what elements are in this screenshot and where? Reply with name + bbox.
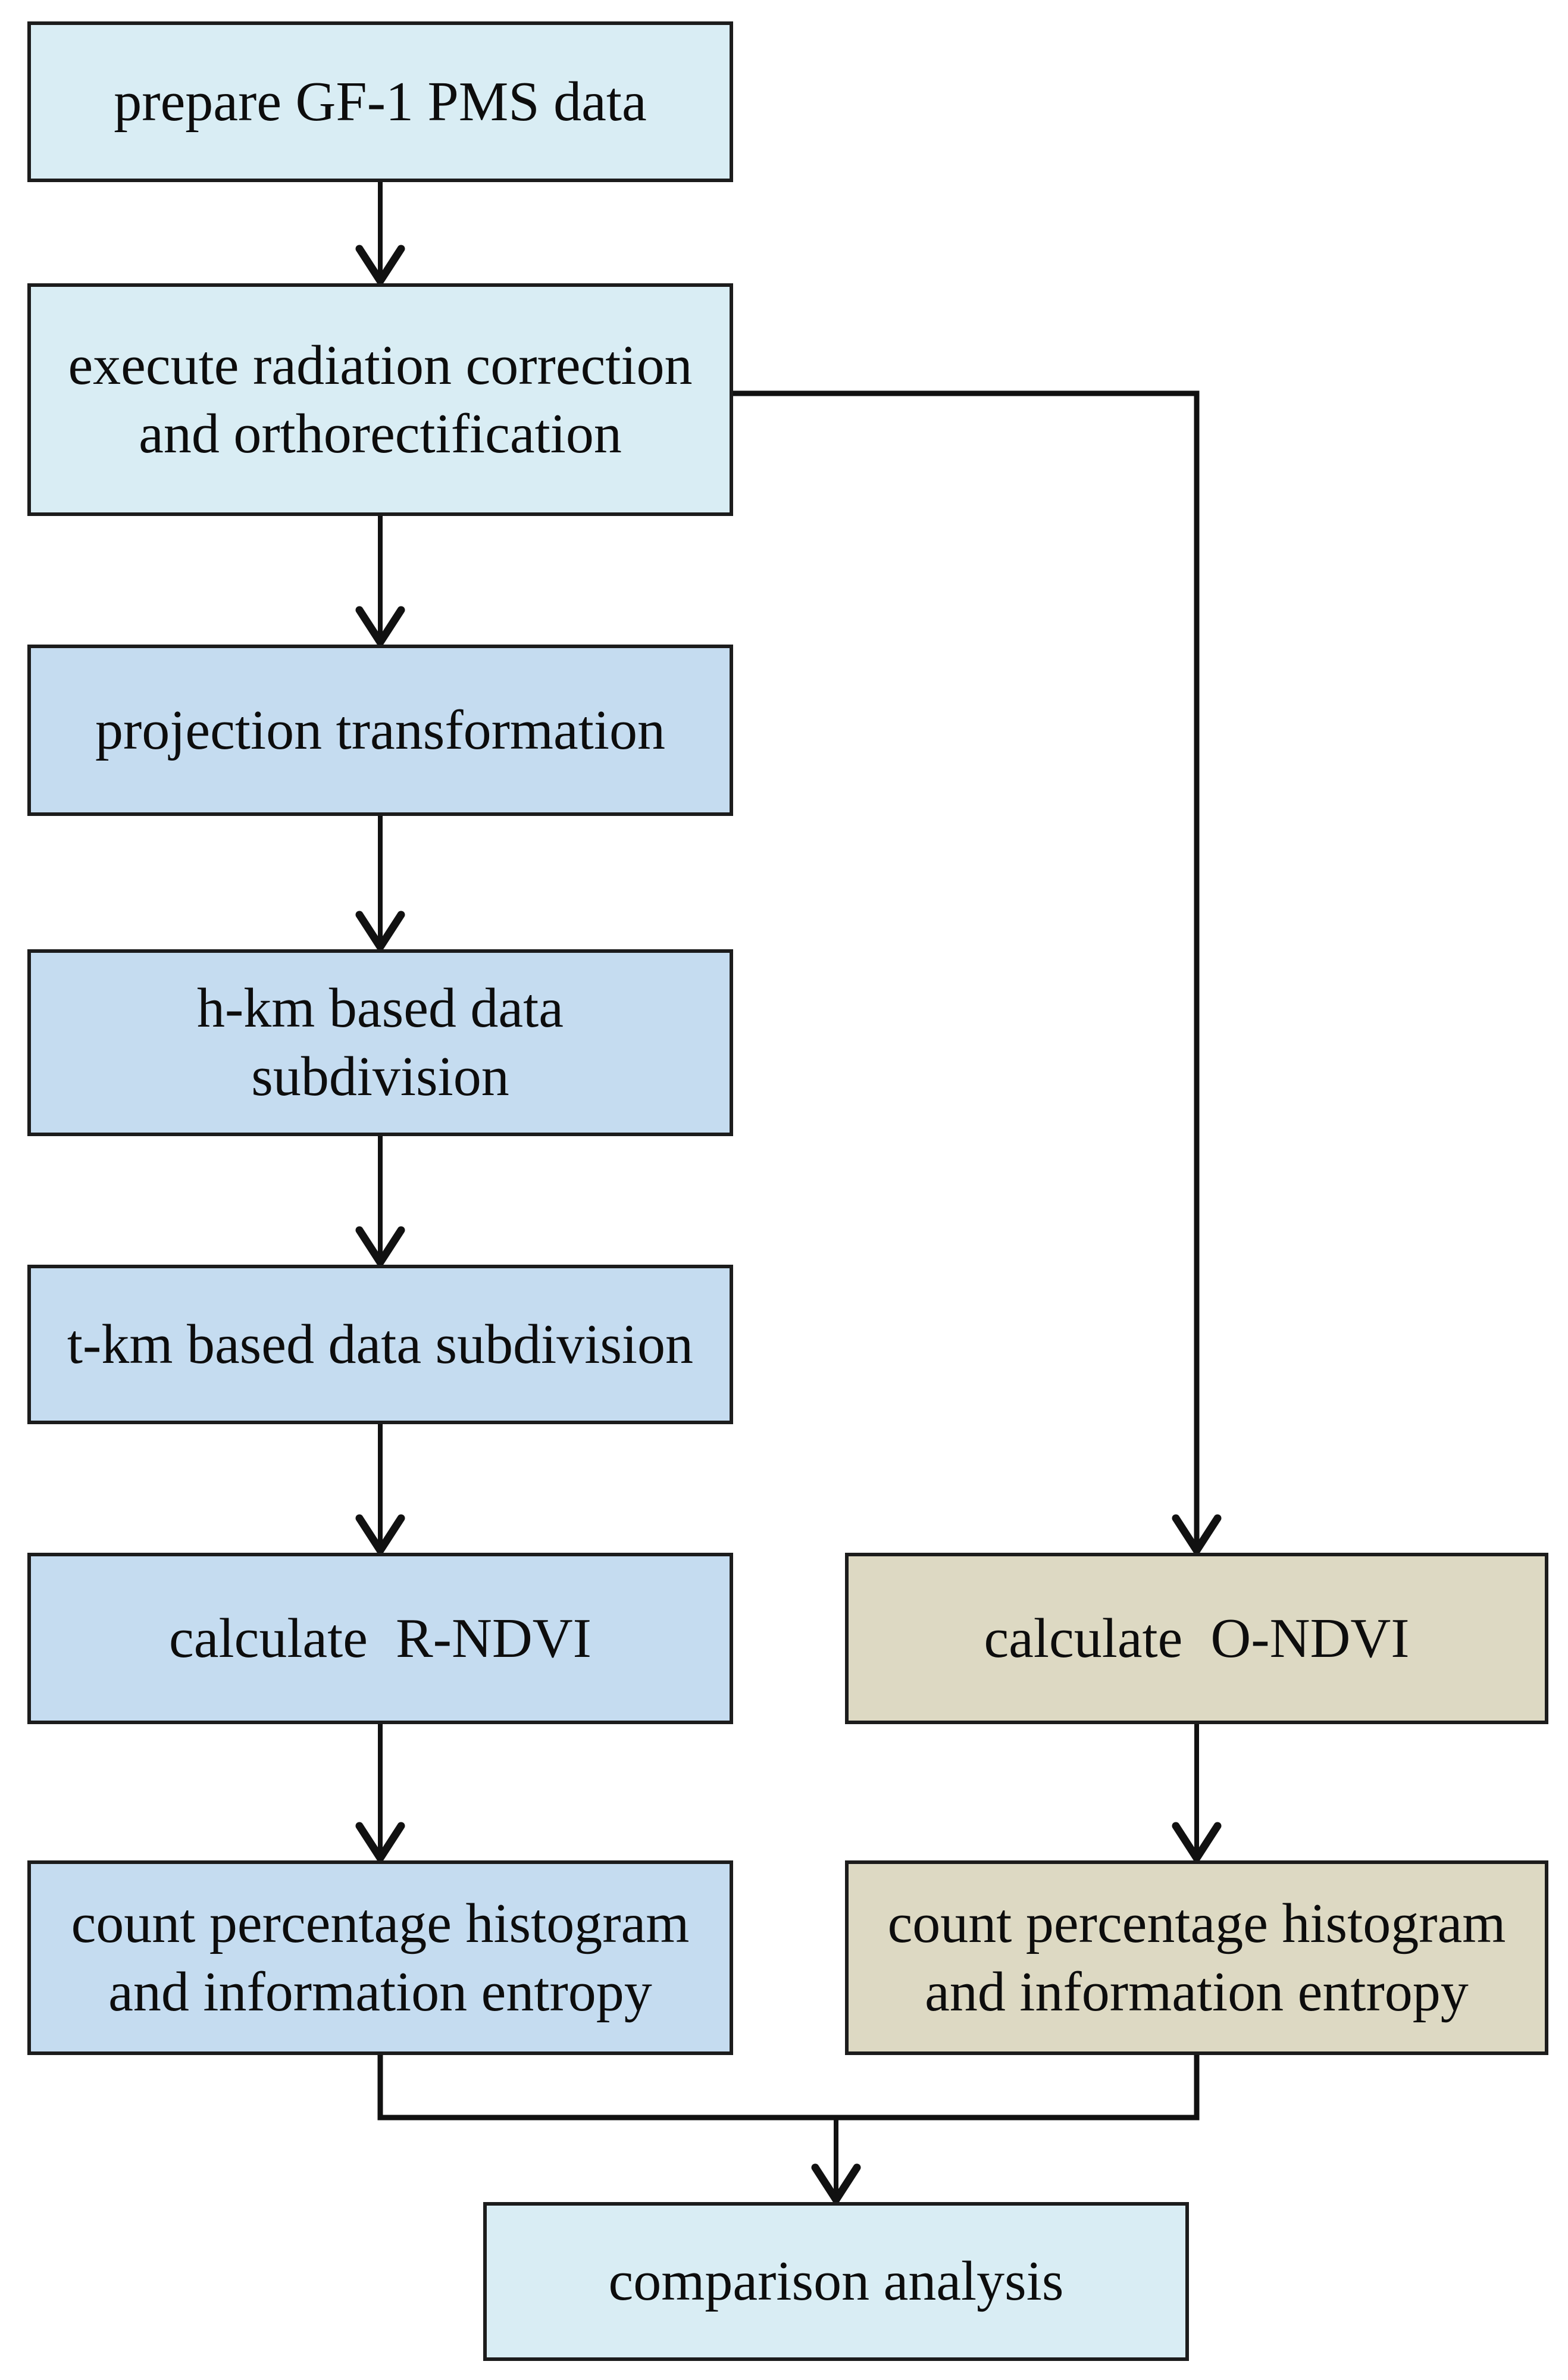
node-h-km-subdivision-label: h-km based data subdivision (196, 977, 564, 1108)
node-count-histogram-right-label: count percentage histogram and informati… (887, 1892, 1506, 2023)
node-count-histogram-left: count percentage histogram and informati… (27, 1860, 733, 2055)
node-calculate-o-ndvi-label: calculate O-NDVI (984, 1607, 1410, 1669)
node-calculate-r-ndvi: calculate R-NDVI (27, 1553, 733, 1724)
node-projection-transformation: projection transformation (27, 645, 733, 816)
node-count-histogram-left-label: count percentage histogram and informati… (71, 1892, 690, 2023)
node-comparison-analysis: comparison analysis (483, 2202, 1189, 2361)
node-calculate-o-ndvi: calculate O-NDVI (845, 1553, 1548, 1724)
node-comparison-analysis-label: comparison analysis (608, 2250, 1064, 2313)
arrow-execute-to-projection (355, 516, 405, 649)
node-t-km-subdivision: t-km based data subdivision (27, 1265, 733, 1424)
arrow-prepare-to-execute (355, 182, 405, 288)
arrow-rndvi-to-histogram-left (355, 1724, 405, 1865)
node-prepare-data: prepare GF-1 PMS data (27, 21, 733, 182)
arrow-hkm-to-tkm (355, 1136, 405, 1269)
node-prepare-data-label: prepare GF-1 PMS data (114, 70, 647, 133)
arrow-ondvi-to-histogram-right (1172, 1724, 1222, 1865)
node-projection-transformation-label: projection transformation (95, 699, 665, 761)
node-radiation-correction: execute radiation correction and orthore… (27, 283, 733, 516)
node-radiation-correction-label: execute radiation correction and orthore… (68, 334, 693, 465)
branch-execute-to-ondvi (733, 390, 1222, 1558)
node-calculate-r-ndvi-label: calculate R-NDVI (169, 1607, 591, 1669)
node-h-km-subdivision: h-km based data subdivision (27, 949, 733, 1136)
arrow-tkm-to-rndvi (355, 1424, 405, 1558)
merge-connector (377, 2055, 1200, 2207)
node-t-km-subdivision-label: t-km based data subdivision (67, 1313, 694, 1375)
arrow-projection-to-hkm (355, 816, 405, 954)
node-count-histogram-right: count percentage histogram and informati… (845, 1860, 1548, 2055)
